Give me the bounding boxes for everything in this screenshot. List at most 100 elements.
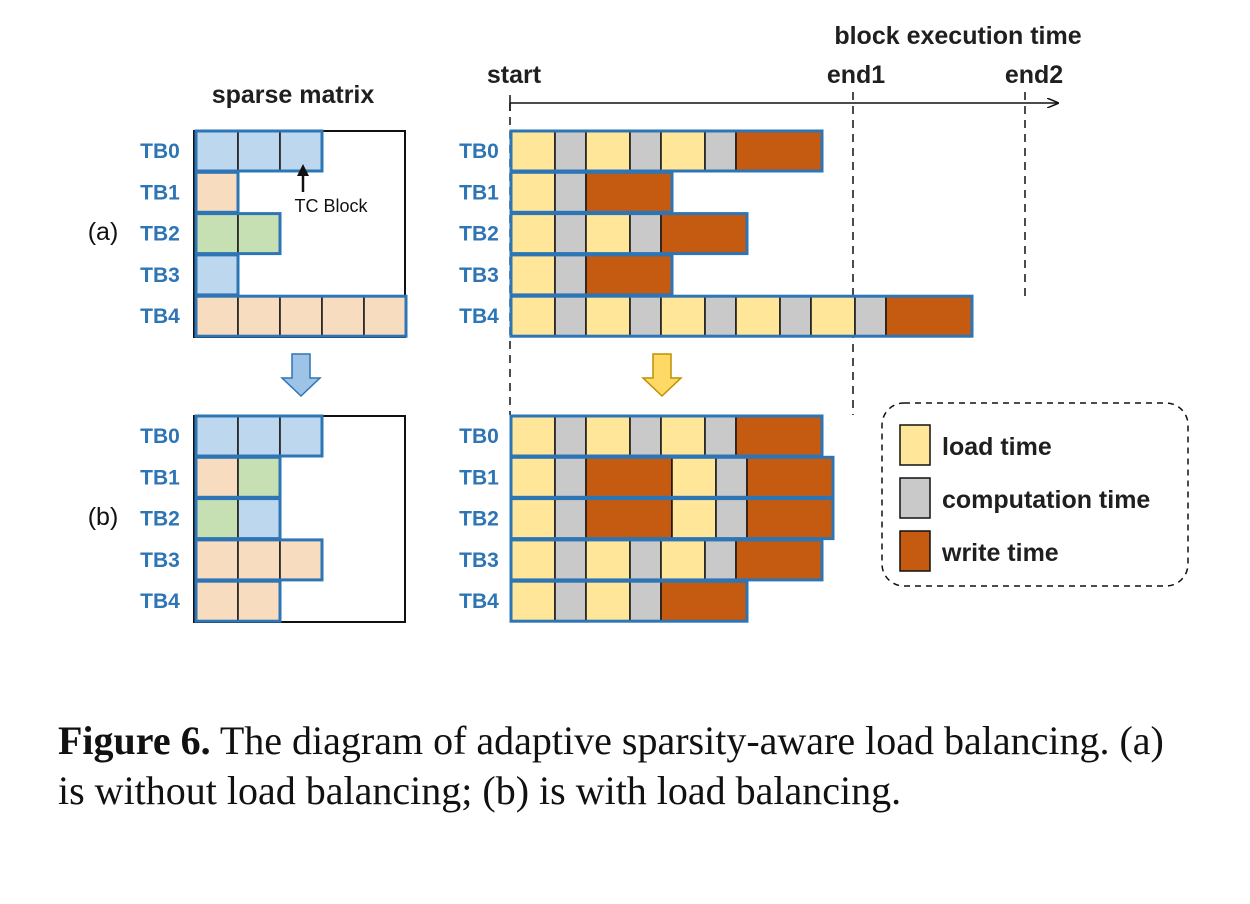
tc-block-a-r2-c1 xyxy=(237,212,281,255)
timeline-tb-label-a-2: TB2 xyxy=(459,223,499,246)
segment-a-r4-10-write xyxy=(885,295,973,337)
segment-b-r0-0-load xyxy=(510,415,556,457)
timeline-tb-label-b-2: TB2 xyxy=(459,508,499,531)
segment-a-r4-4-load xyxy=(660,295,706,337)
segment-a-r0-5-comp xyxy=(704,130,737,172)
timeline-outline-a-4 xyxy=(509,294,974,338)
segment-a-r1-2-write xyxy=(585,171,673,214)
legend-label-write: write time xyxy=(941,539,1059,567)
tc-block-label: TC Block xyxy=(294,196,368,216)
timeline-tb-label-a-1: TB1 xyxy=(459,181,499,204)
thread-block-outline-a-0 xyxy=(194,129,324,173)
matrix-tb-label-a-2: TB2 xyxy=(140,223,180,246)
start-label: start xyxy=(487,61,542,89)
segment-a-r0-1-comp xyxy=(554,130,587,172)
tc-block-b-r4-c1 xyxy=(237,580,281,622)
timeline-tb-label-a-4: TB4 xyxy=(459,305,499,328)
segment-b-r0-6-write xyxy=(735,415,823,457)
timeline-tb-label-b-1: TB1 xyxy=(459,466,499,489)
segment-a-r1-0-load xyxy=(510,171,556,214)
down-arrow-yellow-icon xyxy=(641,353,683,398)
segment-a-r0-4-load xyxy=(660,130,706,172)
tc-block-b-r3-c2 xyxy=(279,539,323,581)
segment-a-r3-1-comp xyxy=(554,254,587,296)
segment-b-r3-4-load xyxy=(660,539,706,581)
part-a-label: (a) xyxy=(88,218,119,246)
segment-a-r4-5-comp xyxy=(704,295,737,337)
segment-a-r4-1-comp xyxy=(554,295,587,337)
segment-a-r3-2-write xyxy=(585,254,673,296)
segment-a-r4-3-comp xyxy=(629,295,662,337)
segment-a-r4-2-load xyxy=(585,295,631,337)
segment-b-r0-4-load xyxy=(660,415,706,457)
segment-b-r1-3-load xyxy=(671,456,717,499)
legend-label-computation: computation time xyxy=(942,486,1150,514)
tc-block-a-r4-c4 xyxy=(363,295,407,337)
caption-text: The diagram of adaptive sparsity-aware l… xyxy=(58,718,1164,813)
legend-swatch-computation xyxy=(899,477,931,519)
thread-block-outline-b-4 xyxy=(194,579,282,623)
segment-b-r2-0-load xyxy=(510,497,556,540)
block-execution-time-label: block execution time xyxy=(834,22,1081,50)
tc-block-b-r4-c0 xyxy=(195,580,239,622)
matrix-tb-label-a-3: TB3 xyxy=(140,264,180,287)
segment-b-r1-4-comp xyxy=(715,456,748,499)
timeline-tb-label-b-0: TB0 xyxy=(459,425,499,448)
segment-b-r0-2-load xyxy=(585,415,631,457)
segment-b-r3-2-load xyxy=(585,539,631,581)
timeline-tb-label-b-4: TB4 xyxy=(459,590,499,613)
matrix-tb-label-b-3: TB3 xyxy=(140,549,180,572)
timeline-b xyxy=(509,414,835,623)
segment-a-r3-0-load xyxy=(510,254,556,296)
tc-block-a-r4-c1 xyxy=(237,295,281,337)
thread-block-outline-a-4 xyxy=(194,294,408,338)
segment-a-r2-3-comp xyxy=(629,212,662,255)
segment-b-r2-1-comp xyxy=(554,497,587,540)
segment-b-r1-1-comp xyxy=(554,456,587,499)
segment-a-r2-0-load xyxy=(510,212,556,255)
segment-a-r0-6-write xyxy=(735,130,823,172)
segment-a-r4-8-load xyxy=(810,295,856,337)
tc-block-b-r0-c2 xyxy=(279,415,323,457)
end1-label: end1 xyxy=(827,61,885,89)
segment-b-r3-1-comp xyxy=(554,539,587,581)
segment-a-r4-0-load xyxy=(510,295,556,337)
tc-block-b-r1-c1 xyxy=(237,456,281,499)
segment-b-r0-3-comp xyxy=(629,415,662,457)
segment-b-r2-4-comp xyxy=(715,497,748,540)
segment-a-r2-2-load xyxy=(585,212,631,255)
segment-a-r0-0-load xyxy=(510,130,556,172)
tc-block-b-r1-c0 xyxy=(195,456,239,499)
tc-block-a-r4-c2 xyxy=(279,295,323,337)
tc-block-b-r3-c0 xyxy=(195,539,239,581)
segment-b-r4-3-comp xyxy=(629,580,662,622)
tc-block-a-r4-c3 xyxy=(321,295,365,337)
down-arrow-blue-icon xyxy=(280,353,322,398)
matrix-tb-label-b-0: TB0 xyxy=(140,425,180,448)
segment-a-r0-2-load xyxy=(585,130,631,172)
segment-b-r0-5-comp xyxy=(704,415,737,457)
segment-a-r4-6-load xyxy=(735,295,781,337)
sparse-matrix-b xyxy=(194,414,324,623)
segment-b-r0-1-comp xyxy=(554,415,587,457)
legend-swatch-write xyxy=(899,530,931,572)
timeline-outline-b-4 xyxy=(509,579,749,623)
matrix-tb-label-a-1: TB1 xyxy=(140,181,180,204)
segment-a-r2-1-comp xyxy=(554,212,587,255)
tc-block-b-r0-c0 xyxy=(195,415,239,457)
matrix-tb-label-a-4: TB4 xyxy=(140,305,180,328)
legend-label-load: load time xyxy=(942,433,1052,461)
segment-b-r3-3-comp xyxy=(629,539,662,581)
tc-block-pointer-head xyxy=(297,164,309,176)
tc-block-a-r0-c0 xyxy=(195,130,239,172)
tc-block-b-r0-c1 xyxy=(237,415,281,457)
part-b-label: (b) xyxy=(88,503,119,531)
tc-block-b-r2-c0 xyxy=(195,497,239,540)
sparse-matrix-title: sparse matrix xyxy=(212,81,375,109)
segment-b-r3-0-load xyxy=(510,539,556,581)
end2-label: end2 xyxy=(1005,61,1063,89)
segment-b-r1-2-write xyxy=(585,456,673,499)
tc-block-a-r3-c0 xyxy=(195,254,239,296)
